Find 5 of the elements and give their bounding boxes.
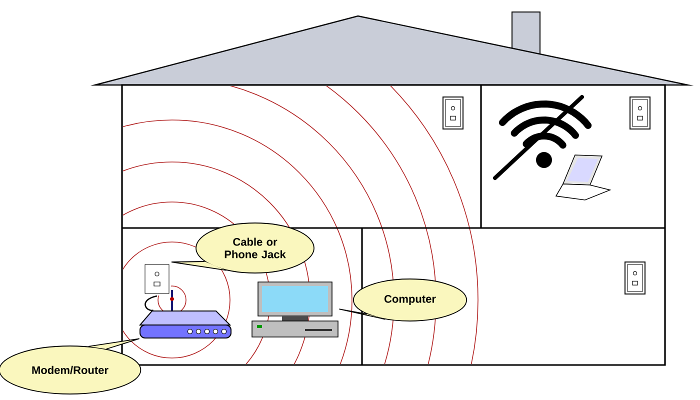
callout-pointer: [171, 261, 227, 271]
callout-pointer: [88, 338, 140, 350]
callout-pointer: [338, 308, 386, 320]
computer-drawing: [252, 282, 338, 338]
wall-jack: [143, 262, 171, 296]
